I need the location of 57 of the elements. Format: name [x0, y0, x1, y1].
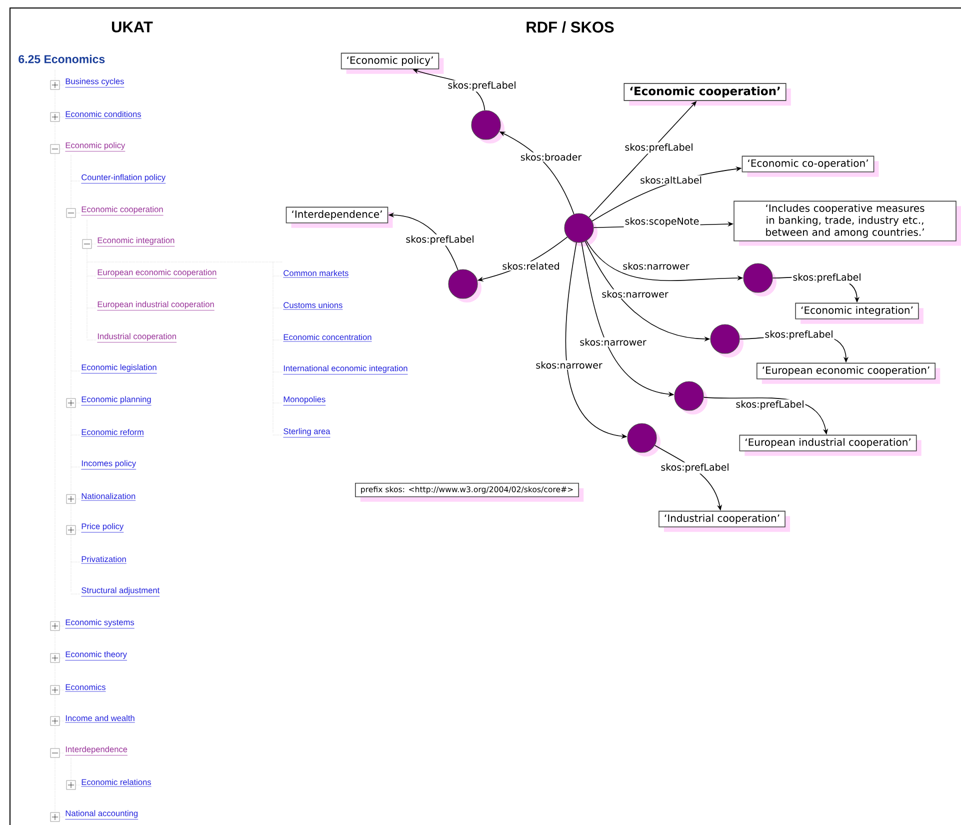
edge-label: skos:prefLabel: [404, 234, 476, 246]
section-heading: 6.25 Economics: [18, 54, 105, 64]
edge-label: skos:prefLabel: [764, 329, 834, 341]
resource-node: [564, 213, 598, 246]
tree-link: Economic cooperation: [81, 206, 164, 216]
literal-box: ‘Economic integration’: [795, 302, 924, 324]
tree-link: Incomes policy: [81, 460, 136, 470]
literal-box: ‘Economic policy’: [340, 52, 444, 74]
edge-label: skos:prefLabel: [792, 272, 862, 284]
resource-node: [710, 324, 744, 358]
tree-link: Economic planning: [81, 396, 152, 406]
tree-link: Structural adjustment: [81, 587, 160, 596]
edge-label: skos:scopeNote: [624, 216, 700, 228]
literal-box: ‘European industrial cooperation’: [739, 434, 922, 456]
resource-node: [627, 423, 660, 456]
tree-link: Economics: [65, 684, 106, 692]
tree-link: Monopolies: [283, 396, 326, 406]
literal-box: ‘European economic cooperation’: [756, 362, 940, 384]
literal-box: ‘Includes cooperative measures in banking, trade, industry etc., between and among countries.’: [734, 200, 961, 246]
tree-link: Economic legislation: [81, 364, 158, 374]
edge-label: skos:prefLabel: [624, 142, 694, 154]
literal-box: ‘Interdependence’: [286, 206, 393, 228]
tree-link: European industrial cooperation: [97, 301, 215, 310]
tree-link: Counter-inflation policy: [81, 174, 166, 184]
resource-node: [471, 110, 504, 144]
tree-link: Economic relations: [81, 778, 152, 787]
tree-link: Sterling area: [283, 428, 330, 438]
tree-link: National accounting: [65, 810, 138, 820]
literal-box: ‘Economic cooperation’: [624, 83, 791, 106]
tree-link: Nationalization: [81, 492, 136, 501]
tree-link: Interdependence: [65, 746, 128, 756]
tree-link: Privatization: [81, 556, 127, 564]
literal-box: ‘Industrial cooperation’: [658, 510, 790, 532]
resource-node: [674, 381, 708, 414]
tree-link: European economic cooperation: [97, 269, 217, 278]
tree-link: Industrial cooperation: [97, 333, 177, 342]
tree-link: Economic reform: [81, 428, 144, 437]
resource-node: [448, 269, 482, 302]
heading: RDF / SKOS: [526, 21, 614, 33]
tree-link: Economic policy: [65, 142, 126, 152]
resource-node: [743, 263, 776, 296]
literal-box: ‘Economic co-operation’: [742, 156, 879, 177]
edge-label: skos:prefLabel: [734, 399, 806, 411]
tree-link: Common markets: [283, 270, 349, 278]
tree-link: Economic conditions: [65, 110, 142, 119]
tree-link: Price policy: [81, 523, 124, 532]
edge-label: skos:prefLabel: [446, 80, 518, 92]
tree-link: Economic theory: [65, 651, 128, 660]
tree-link: Business cycles: [65, 78, 124, 88]
heading: UKAT: [112, 22, 153, 32]
tree-link: Customs unions: [283, 302, 343, 310]
tree-link: Economic concentration: [283, 334, 372, 342]
tree-link: Economic systems: [65, 619, 135, 628]
tree-link: Economic integration: [97, 237, 175, 246]
tree-link: International economic integration: [283, 365, 408, 374]
edge-label: skos:prefLabel: [660, 462, 730, 474]
tree-link: Income and wealth: [65, 714, 136, 723]
